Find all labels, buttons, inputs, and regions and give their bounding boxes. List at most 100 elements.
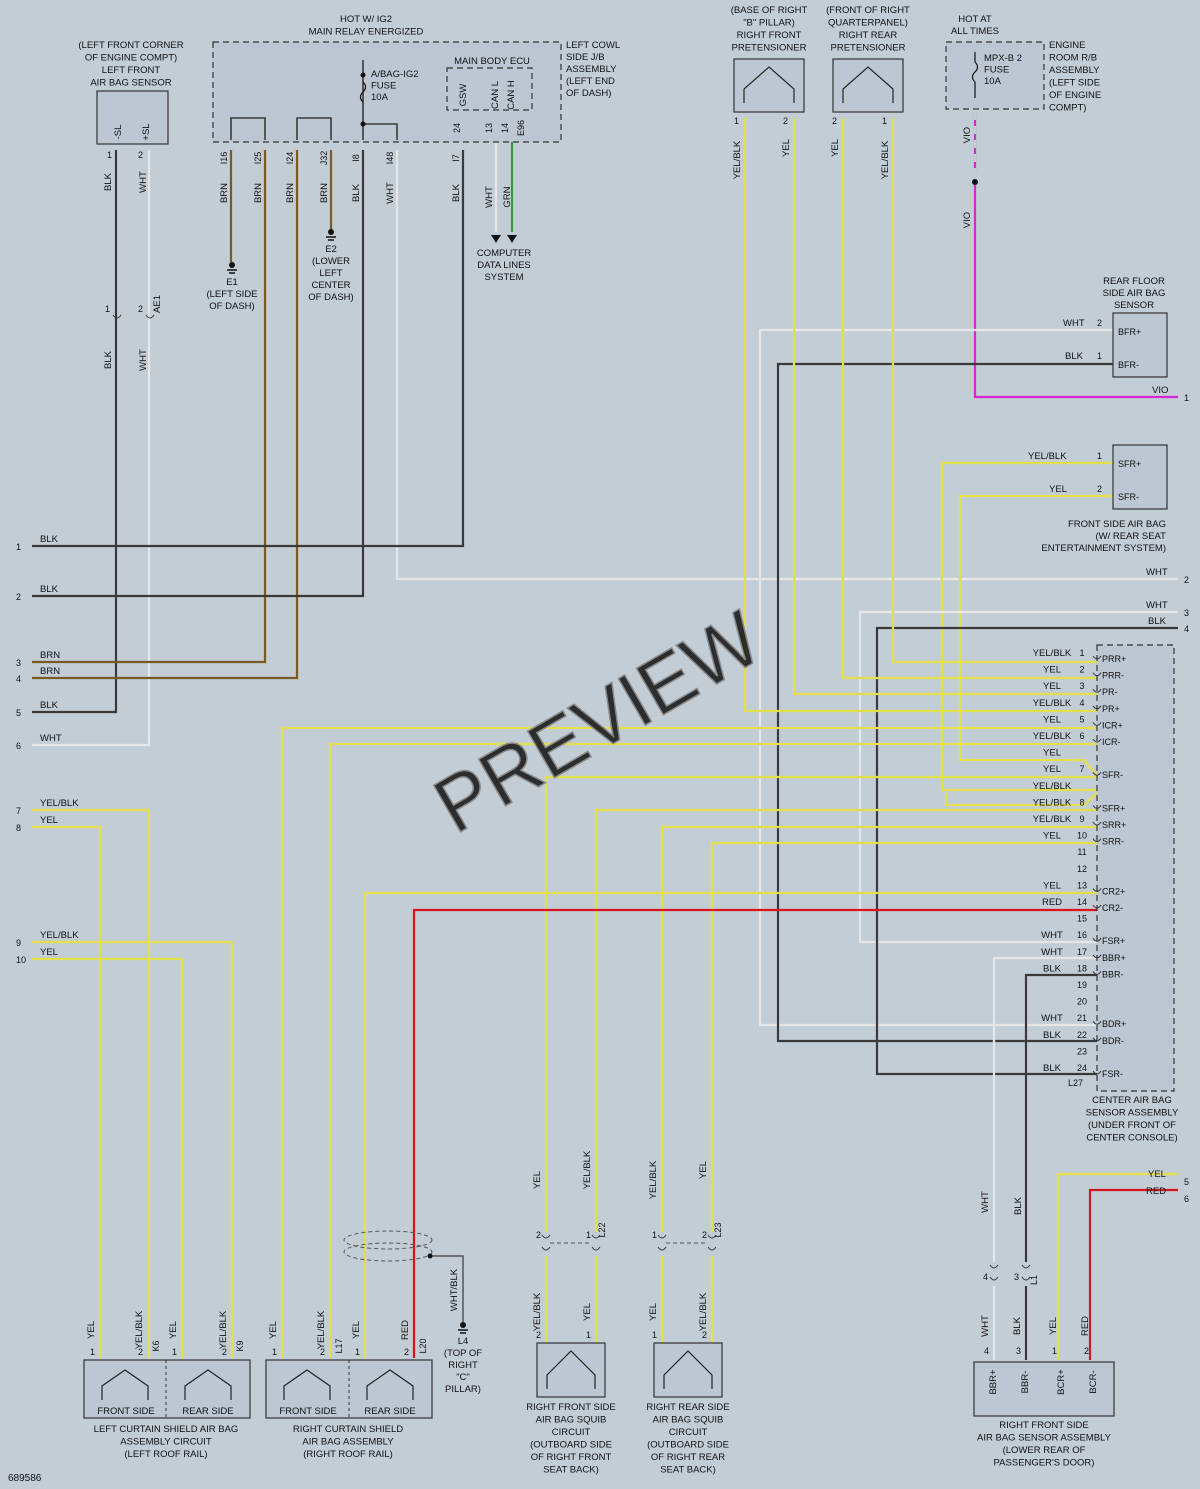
wire-color-label: YEL/BLK xyxy=(316,1310,327,1349)
pin-label: CR2- xyxy=(1102,903,1123,913)
component-label: MAIN RELAY ENERGIZED xyxy=(309,27,424,38)
wire-color-label: YEL xyxy=(648,1303,659,1321)
component-label: L4 xyxy=(458,1336,469,1347)
component-label: (LEFT FRONT CORNER xyxy=(78,40,183,51)
pin-number: 1 xyxy=(355,1347,360,1357)
wire-label: YEL xyxy=(1043,681,1061,692)
wire-color-label: YEL/BLK xyxy=(880,140,891,179)
squib-icon xyxy=(283,1369,331,1400)
shield-icon xyxy=(343,1242,433,1262)
left-edge-number: 7 xyxy=(16,806,21,816)
connector-icon xyxy=(1092,672,1102,677)
connector-icon xyxy=(1092,838,1102,843)
wire-color-label: YEL/BLK xyxy=(582,1150,593,1189)
right-front-side-airbag-sensor-assembly xyxy=(973,1361,1115,1417)
component-label: RIGHT REAR xyxy=(839,30,898,41)
pin-number: 11 xyxy=(1077,847,1086,857)
pin-label: -SL xyxy=(113,125,124,140)
left-edge-number: 8 xyxy=(16,823,21,833)
pin-number: 1 xyxy=(1097,451,1102,461)
component-label: (W/ REAR SEAT xyxy=(1095,531,1166,542)
component-label: SENSOR xyxy=(1114,300,1154,311)
component-label: (TOP OF xyxy=(444,1348,482,1359)
component-label: PRETENSIONER xyxy=(732,43,807,54)
wire-color-label: YEL xyxy=(1048,1317,1059,1335)
component-label: (FRONT OF RIGHT xyxy=(826,5,910,16)
wire-label: BLK xyxy=(1065,351,1084,362)
connector-icon xyxy=(541,1246,551,1251)
left-edge-wire-label: BLK xyxy=(40,700,59,711)
terminal-label: I48 xyxy=(385,152,395,165)
pin-label: BDR+ xyxy=(1102,1019,1126,1029)
wire-color-label: WHT xyxy=(138,171,149,193)
component-label: SENSOR ASSEMBLY xyxy=(1086,1108,1179,1119)
component-label: CENTER CONSOLE) xyxy=(1086,1133,1177,1144)
wire-color-label: BLK xyxy=(351,183,362,202)
pin-number: 1 xyxy=(734,116,739,126)
pin-number: 5 xyxy=(1079,714,1084,724)
pin-label: SFR- xyxy=(1102,770,1123,780)
blk-wire xyxy=(32,150,365,598)
pin-label: CR2+ xyxy=(1102,886,1125,896)
pin-label: BCR- xyxy=(1088,1370,1099,1393)
left-edge-wire-label: BRN xyxy=(40,666,60,677)
terminal-label: I8 xyxy=(351,154,361,162)
yel-wire xyxy=(660,825,1097,1232)
connector-icon xyxy=(989,1264,999,1269)
pin-number: 2 xyxy=(832,116,837,126)
connector-icon xyxy=(1092,805,1102,809)
wire-color-label: YEL xyxy=(86,1321,97,1339)
ground-point xyxy=(229,262,235,268)
component-label: E1 xyxy=(226,277,238,288)
left-edge-wire-label: YEL/BLK xyxy=(40,930,79,941)
wire-color-label: VIO xyxy=(962,212,973,228)
right-edge-number: 2 xyxy=(1184,575,1189,585)
right-edge-number: 4 xyxy=(1184,624,1189,634)
component-label: DATA LINES xyxy=(477,260,531,271)
pin-number: 2 xyxy=(1097,484,1102,494)
component-label: MPX-B 2 xyxy=(984,53,1022,64)
component-label: OF DASH) xyxy=(308,292,353,303)
blk-wire xyxy=(875,626,1178,1076)
pin-number: 2 xyxy=(1079,665,1084,675)
center-airbag-sensor-assembly xyxy=(1096,644,1175,1092)
pin-number: 14 xyxy=(500,123,510,133)
component-label: LEFT FRONT xyxy=(102,65,161,76)
front-side-airbag xyxy=(1112,444,1168,510)
component-label: LEFT CURTAIN SHIELD AIR BAG xyxy=(94,1424,239,1435)
wire-color-label: WHT/BLK xyxy=(449,1268,460,1311)
pin-label: FSR- xyxy=(1102,1069,1123,1079)
component-label: QUARTERPANEL) xyxy=(828,18,908,29)
shield-drain-wire xyxy=(430,1255,464,1322)
right-rear-side-airbag-squib xyxy=(653,1342,723,1398)
yel-wire xyxy=(958,494,1113,777)
left-edge-number: 4 xyxy=(16,674,21,684)
wire-color-label: YEL/BLK xyxy=(648,1160,659,1199)
terminal-label: I24 xyxy=(285,152,295,165)
left-edge-wire-label: BRN xyxy=(40,650,60,661)
squib-icon xyxy=(546,1350,596,1389)
yel-wire xyxy=(1056,1172,1178,1360)
yel-wire xyxy=(363,891,1097,1358)
pin-number: 13 xyxy=(1077,880,1087,890)
yel-wire xyxy=(743,118,1097,713)
pin-label: PRR- xyxy=(1102,671,1124,681)
left-curtain-airbag xyxy=(83,1359,251,1419)
component-label: REAR SIDE xyxy=(182,1406,233,1417)
pin-number: 1 xyxy=(586,1330,591,1340)
component-label: (LEFT ROOF RAIL) xyxy=(124,1449,207,1460)
brn-wire xyxy=(32,150,299,680)
pin-label: BBR- xyxy=(1102,969,1124,979)
pin-number: 17 xyxy=(1077,947,1087,957)
pin-number: 1 xyxy=(107,150,112,160)
red-wire xyxy=(412,908,1097,1358)
right-edge-wire-label: BLK xyxy=(1148,616,1167,627)
pin-number: 2 xyxy=(783,116,788,126)
wire-color-label: YEL xyxy=(698,1161,709,1179)
component-label: SYSTEM xyxy=(484,272,523,283)
pin-number: 12 xyxy=(1077,864,1087,874)
component-label: "C" xyxy=(456,1372,470,1383)
junction-dot xyxy=(360,72,366,78)
pin-label: SFR+ xyxy=(1118,459,1141,469)
right-front-side-airbag-squib xyxy=(536,1342,606,1398)
